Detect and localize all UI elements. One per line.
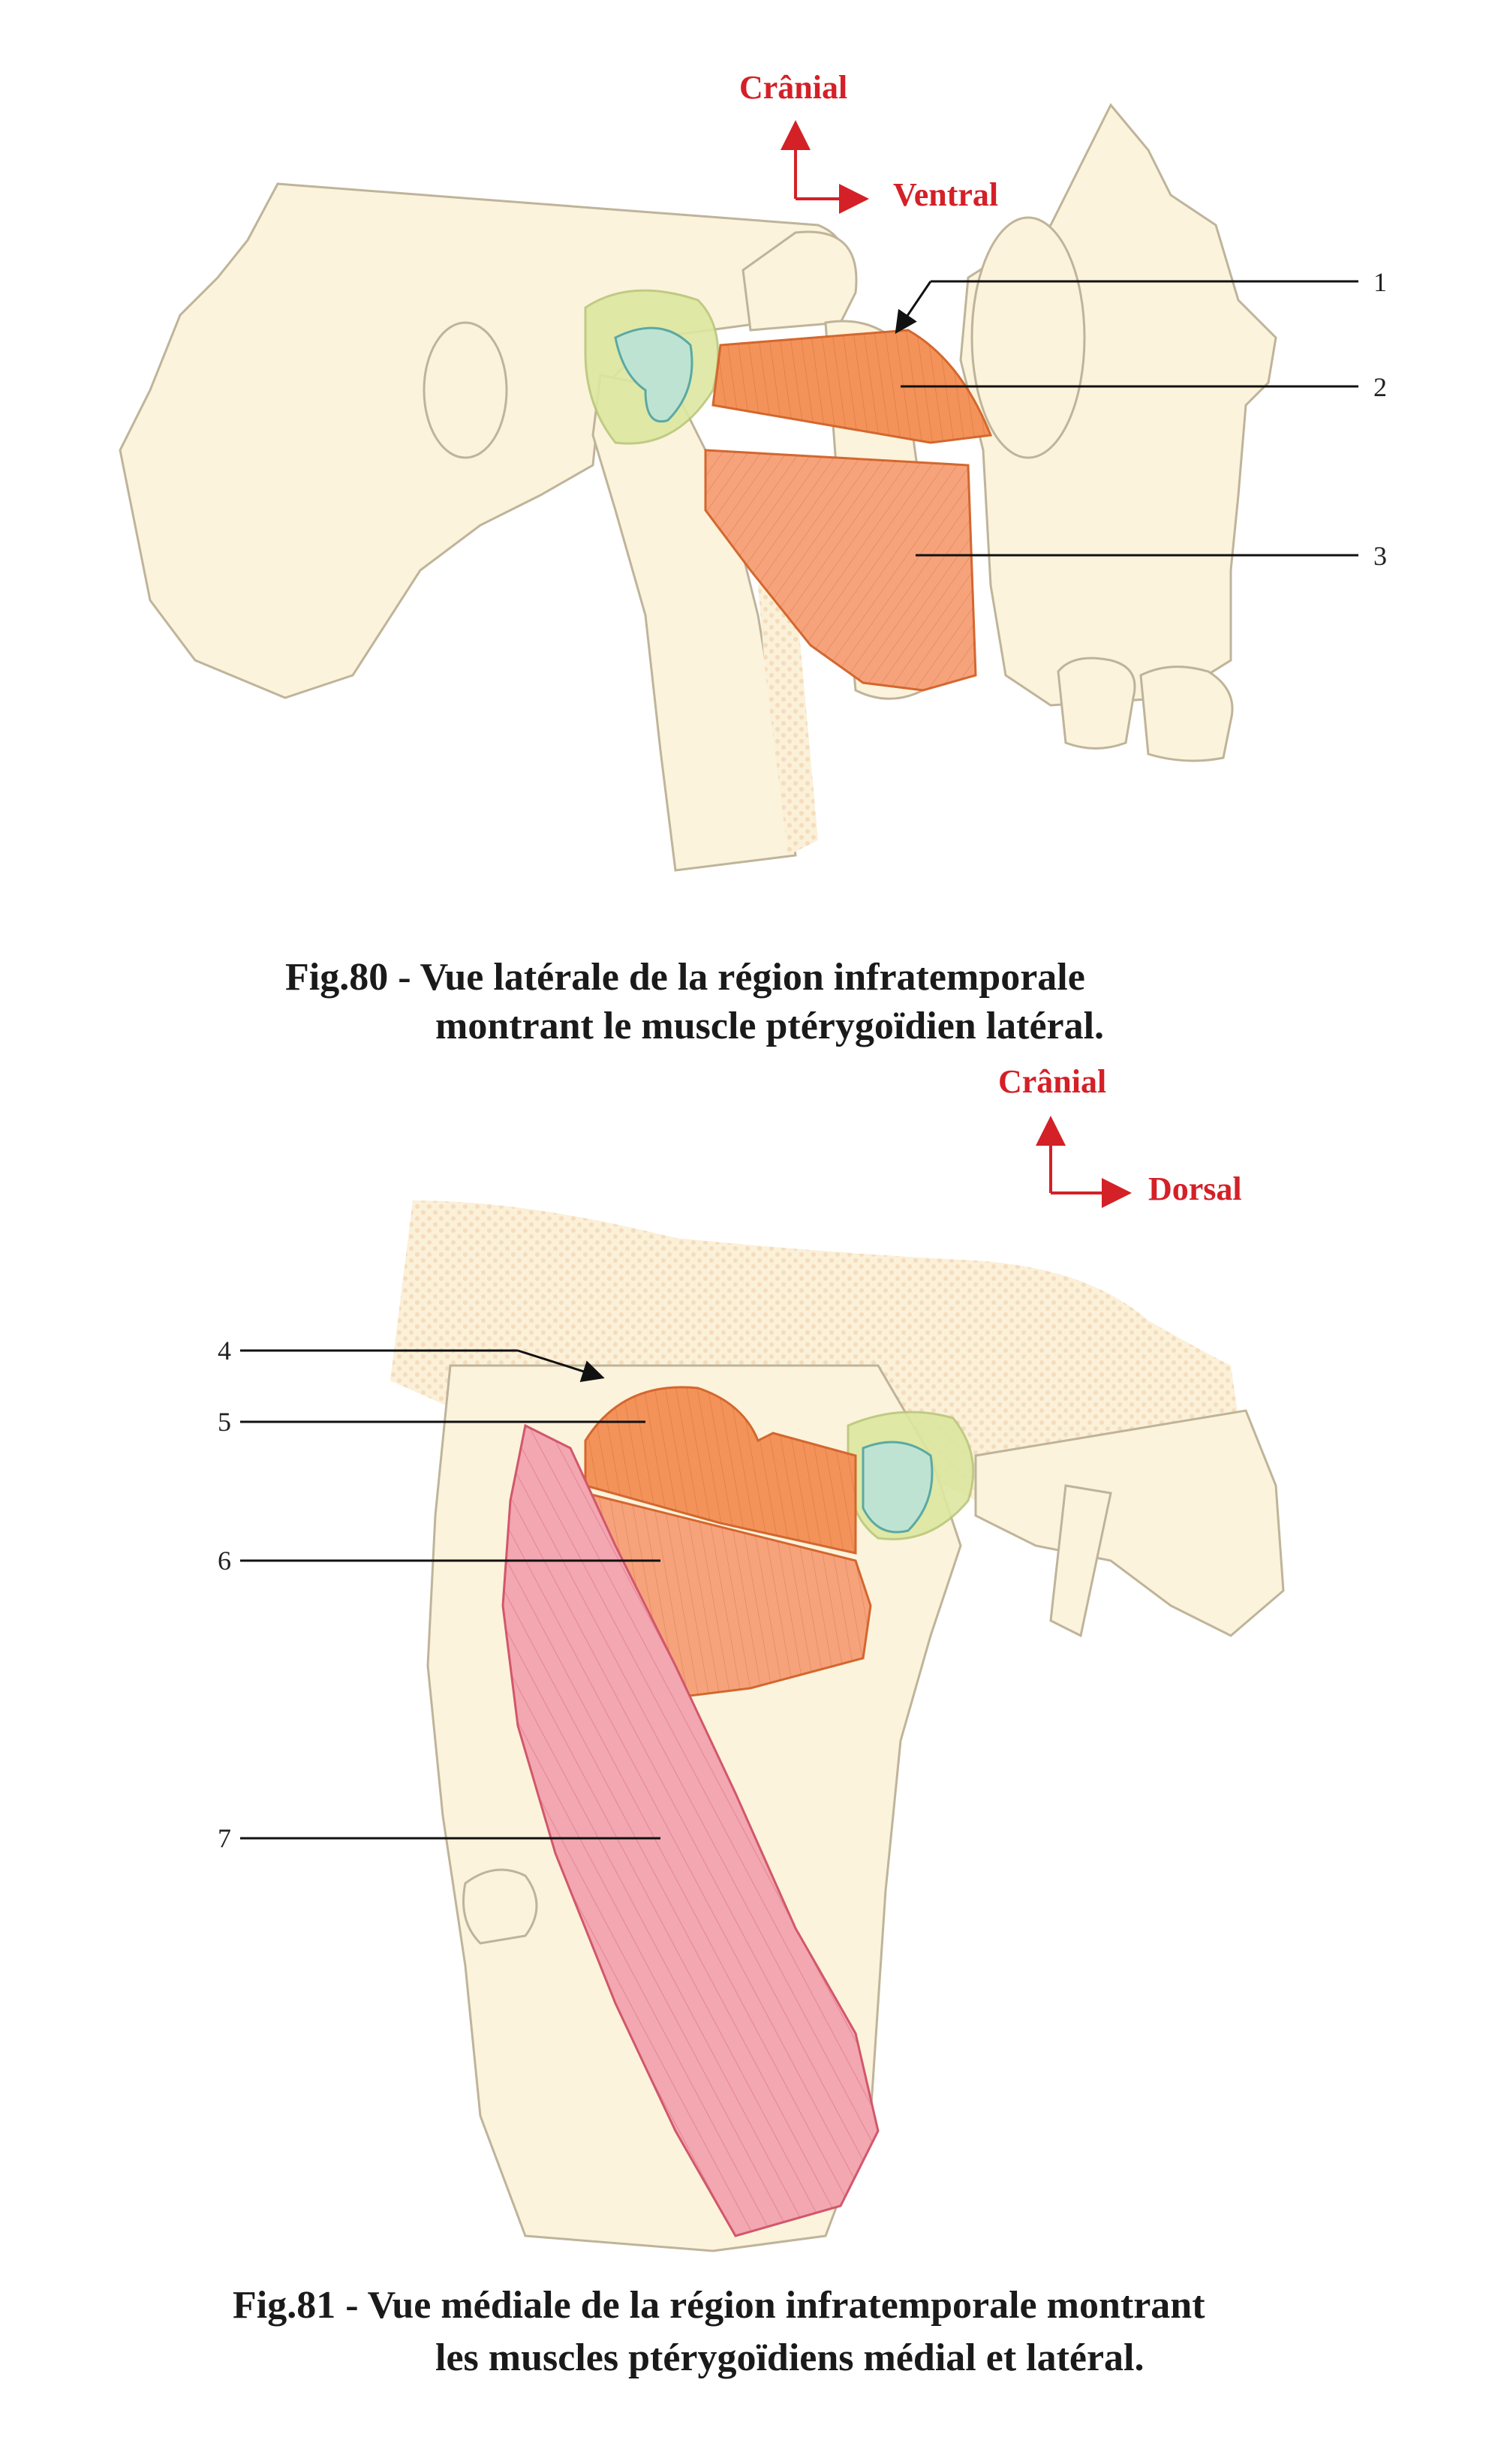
orientation-ventral-label: Ventral [893, 176, 999, 213]
medial-view-diagram [240, 1116, 1285, 2252]
styloid-process [758, 579, 818, 855]
orientation-cranial-label: Crânial [739, 69, 848, 106]
label-6: 6 [218, 1546, 231, 1576]
lateral-view-diagram [119, 103, 1358, 872]
label-7: 7 [218, 1823, 231, 1853]
orientation-dorsal-label: Dorsal [1148, 1170, 1242, 1207]
zygomatic-arch [741, 230, 858, 332]
external-acoustic-meatus [423, 321, 508, 459]
articular-disc [614, 326, 693, 422]
styloid-process [1049, 1484, 1112, 1638]
tooth [1057, 657, 1136, 750]
label-5: 5 [218, 1407, 231, 1437]
figure-caption-line1: Fig.81 - Vue médiale de la région infrat… [233, 2284, 1205, 2327]
figure-caption-line2: les muscles ptérygoïdiens médial et laté… [435, 2336, 1145, 2379]
figure-81: Crânial Dorsal 4 5 6 7 Fig.81 - Vue médi… [0, 1065, 1507, 2464]
label-2: 2 [1373, 372, 1387, 402]
label-4: 4 [218, 1336, 231, 1366]
hyoid-fragment [462, 1868, 538, 1945]
figure-80: Crânial Ventral 1 2 3 Fig.80 - Vue latér… [0, 0, 1507, 1065]
label-3: 3 [1373, 541, 1387, 571]
figure-caption-line1: Fig.80 - Vue latérale de la région infra… [285, 956, 1085, 999]
label-1: 1 [1373, 267, 1387, 297]
pterygoid-plate [970, 216, 1086, 459]
tooth [1139, 666, 1234, 762]
articular-disc [862, 1441, 934, 1534]
figure-caption-line2: montrant le muscle ptérygoïdien latéral. [435, 1005, 1105, 1047]
occipital-region [974, 1409, 1285, 1637]
orientation-cranial-label: Crânial [998, 1063, 1107, 1100]
